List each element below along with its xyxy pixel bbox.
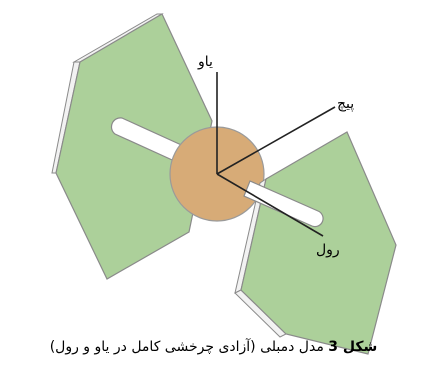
left-panel-face — [55, 13, 213, 280]
pitch-label: پیچ — [337, 96, 355, 112]
pitch-axis — [216, 106, 336, 175]
axes — [216, 72, 336, 237]
caption-text: مدل دمبلی (آزادی چرخشی کامل در یاو و رول… — [49, 339, 329, 355]
right-shaft — [243, 180, 324, 228]
figure-caption: شکل 3 مدل دمبلی (آزادی چرخشی کامل در یاو… — [0, 339, 427, 355]
caption-figure-number: شکل 3 — [328, 339, 378, 355]
left-shaft — [110, 117, 189, 165]
roll-label: رول — [316, 242, 340, 258]
right-panel-face — [240, 131, 397, 355]
right-panel — [234, 131, 397, 355]
left-panel — [51, 13, 213, 280]
roll-axis — [216, 173, 324, 237]
yaw-label: یاو — [198, 54, 213, 70]
